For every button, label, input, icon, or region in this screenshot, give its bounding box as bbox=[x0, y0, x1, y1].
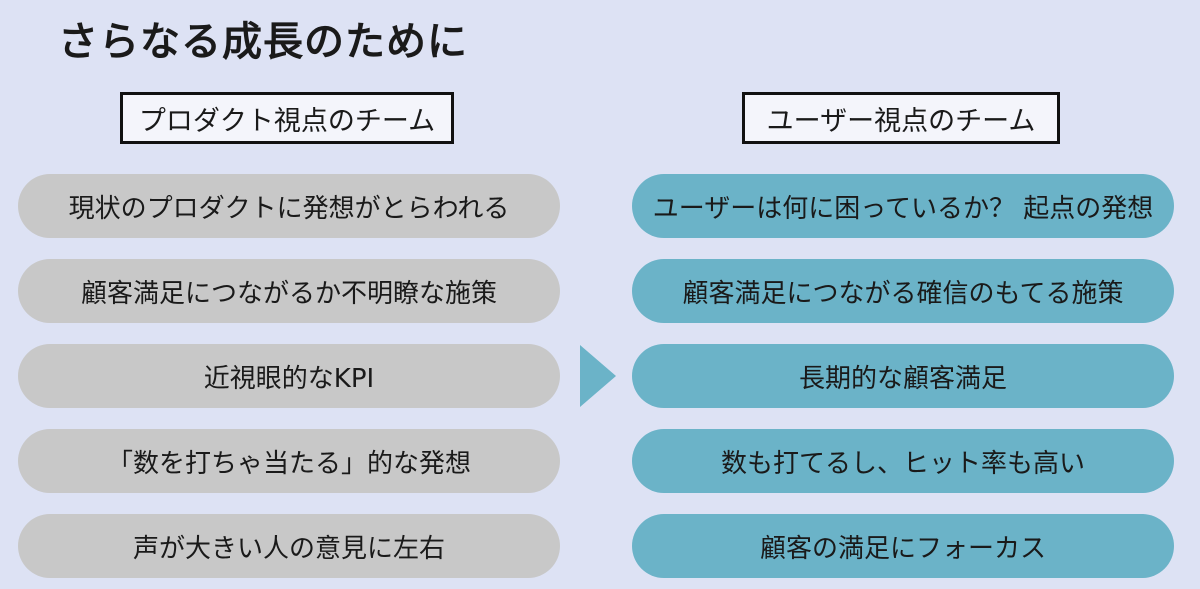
left-item-3: 近視眼的なKPI bbox=[18, 344, 560, 408]
right-item-label: ユーザーは何に困っているか？ 起点の発想 bbox=[652, 193, 1154, 224]
right-item-label: 顧客満足につながる確信のもてる施策 bbox=[682, 278, 1124, 309]
left-item-4: 「数を打ちゃ当たる」的な発想 bbox=[18, 429, 560, 493]
left-item-2: 顧客満足につながるか不明瞭な施策 bbox=[18, 259, 560, 323]
left-item-label: 顧客満足につながるか不明瞭な施策 bbox=[80, 278, 497, 309]
left-item-label: 「数を打ちゃ当たる」的な発想 bbox=[106, 448, 471, 479]
left-item-label: 現状のプロダクトに発想がとらわれる bbox=[68, 193, 510, 224]
page-title: さらなる成長のために bbox=[58, 19, 468, 65]
left-item-5: 声が大きい人の意見に左右 bbox=[18, 514, 560, 578]
left-column-header-label: プロダクト視点のチーム bbox=[138, 105, 436, 137]
right-item-5: 顧客の満足にフォーカス bbox=[632, 514, 1174, 578]
left-column-header: プロダクト視点のチーム bbox=[120, 92, 454, 144]
right-item-4: 数も打てるし、ヒット率も高い bbox=[632, 429, 1174, 493]
right-column-header: ユーザー視点のチーム bbox=[742, 92, 1060, 144]
left-item-1: 現状のプロダクトに発想がとらわれる bbox=[18, 174, 560, 238]
right-item-label: 顧客の満足にフォーカス bbox=[759, 533, 1046, 564]
right-item-2: 顧客満足につながる確信のもてる施策 bbox=[632, 259, 1174, 323]
right-item-1: ユーザーは何に困っているか？ 起点の発想 bbox=[632, 174, 1174, 238]
right-item-label: 数も打てるし、ヒット率も高い bbox=[720, 448, 1085, 479]
left-item-label: 声が大きい人の意見に左右 bbox=[132, 533, 445, 564]
left-item-label: 近視眼的なKPI bbox=[203, 363, 375, 394]
right-column-header-label: ユーザー視点のチーム bbox=[766, 105, 1036, 137]
triangle-right-icon bbox=[580, 345, 616, 407]
right-item-3: 長期的な顧客満足 bbox=[632, 344, 1174, 408]
right-item-label: 長期的な顧客満足 bbox=[798, 363, 1007, 394]
